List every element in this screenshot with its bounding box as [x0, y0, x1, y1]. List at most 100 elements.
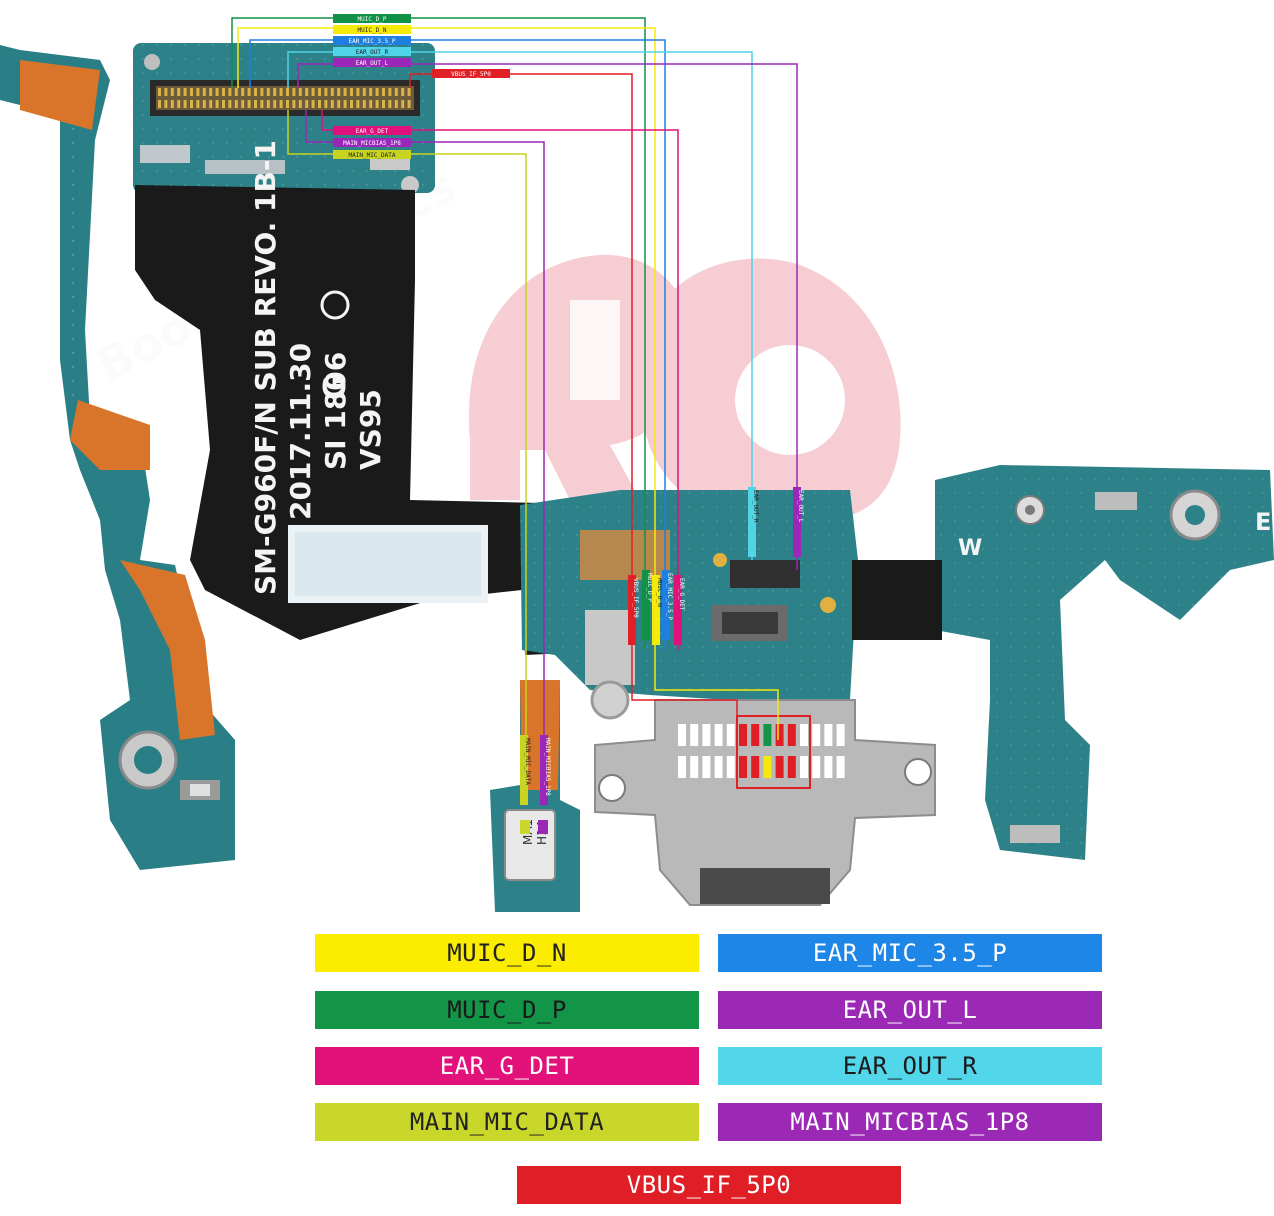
connector-pin: [292, 100, 296, 108]
connector-pin: [177, 100, 181, 108]
label-bg-ear-mic: [333, 36, 411, 45]
left-flex-arm: [0, 45, 235, 870]
connector-pin: [247, 88, 251, 96]
connector-pin: [318, 88, 321, 96]
connector-pin: [298, 88, 302, 96]
usb-pin: [690, 724, 699, 746]
label-bg-ear-g-det: [333, 126, 411, 135]
label-muic-d-n: MUIC_D_N: [358, 27, 387, 34]
board-model-text: SM-G960F/N SUB REVO. 1B-1: [249, 140, 282, 595]
legend-ear-out-r: EAR_OUT_R: [718, 1047, 1102, 1085]
connector-pin: [273, 88, 277, 96]
connector-pin: [202, 88, 206, 96]
connector-pin: [170, 88, 174, 96]
connector-pin: [266, 88, 270, 96]
board-connector: [158, 88, 411, 108]
connector-pin: [369, 88, 373, 96]
legend-ear-mic-3-5-p: EAR_MIC_3.5_P: [718, 934, 1102, 972]
connector-pin: [362, 88, 366, 96]
vlabel-muic-d-p: MUIC_D_P: [646, 573, 653, 602]
connector-pin: [190, 100, 193, 108]
connector-pin: [279, 88, 283, 96]
usb-pin: [751, 756, 760, 778]
connector-pin: [234, 100, 238, 108]
connector-pin: [254, 100, 257, 108]
connector-pin: [350, 88, 353, 96]
wire-ear-out-r: [287, 51, 753, 560]
usb-pin: [824, 724, 833, 746]
connector-pin: [196, 88, 200, 96]
legend-ear-g-det: EAR_G_DET: [315, 1047, 699, 1085]
connector-pin: [305, 88, 309, 96]
vlabel-ear-out-r: EAR_OUT_R: [752, 490, 759, 523]
usb-pin: [678, 724, 686, 746]
connector-pin: [158, 88, 161, 96]
connector-pin: [183, 88, 187, 96]
connector-pin: [298, 100, 302, 108]
connector-pin: [241, 88, 245, 96]
label-vbus: VBUS_IF_5P0: [451, 71, 491, 78]
wire-micbias: [305, 110, 545, 800]
usb-pin: [678, 756, 686, 778]
connector-pin: [407, 88, 411, 96]
label-ear-mic: EAR_MIC_3.5_P: [349, 38, 396, 45]
connector-pin: [343, 88, 347, 96]
connector-pin: [343, 100, 347, 108]
label-mic-data: MAIN_MIC_DATA: [349, 152, 396, 159]
vlabel-bg-ear-out-l: [793, 487, 801, 557]
wire-ear-mic: [249, 39, 666, 650]
usb-pin: [812, 756, 821, 778]
connector-pin: [394, 100, 398, 108]
usb-pin: [787, 724, 796, 746]
connector-pin: [164, 100, 168, 108]
connector-pin: [228, 88, 232, 96]
usb-pin: [690, 756, 699, 778]
usb-pin: [824, 756, 833, 778]
vlabel-bg-muic-d-p: [642, 570, 650, 640]
connector-pin: [375, 88, 379, 96]
legend-muic-d-n: MUIC_D_N: [315, 934, 699, 972]
connector-pin: [215, 88, 219, 96]
vlabel-bg-ear-mic: [662, 570, 670, 640]
vlabel-bg-ear-out-r: [748, 487, 756, 557]
connector-pin: [158, 100, 161, 108]
usb-pin: [702, 756, 711, 778]
label-bg-mic-data: [333, 150, 411, 159]
vlabel-bg-mic-data: [520, 735, 528, 805]
usb-pin: [726, 724, 735, 746]
connector-pin: [382, 100, 385, 108]
connector-pin: [254, 88, 257, 96]
board-letter-w: W: [958, 536, 982, 561]
connector-pin: [164, 88, 168, 96]
vlabel-muic-d-n: MUIC_D_N: [656, 578, 663, 607]
connector-pin: [337, 100, 341, 108]
label-micbias: MAIN_MICBIAS_1P8: [343, 140, 401, 147]
vlabel-bg-micbias: [540, 735, 548, 805]
connector-pin: [266, 100, 270, 108]
connector-pin: [375, 100, 379, 108]
connector-pin: [215, 100, 219, 108]
connector-pin: [330, 88, 334, 96]
usb-pin: [726, 756, 735, 778]
board-mark-text: G: [318, 375, 353, 400]
vlabel-bg-muic-d-n: [652, 575, 660, 645]
board-diagram: Boosteo matics: [0, 14, 1274, 912]
connector-pin: [228, 100, 232, 108]
signal-labels: MUIC_D_PMUIC_D_NEAR_MIC_3.5_PEAR_OUT_REA…: [333, 14, 804, 834]
connector-pin: [369, 100, 373, 108]
usb-pin: [812, 724, 821, 746]
connector-pin: [337, 88, 341, 96]
vlabel-micbias: MAIN_MICBIAS_1P8: [544, 738, 551, 796]
connector-pin: [286, 88, 289, 96]
connector-pin: [382, 88, 385, 96]
connector-pin: [311, 100, 315, 108]
label-ear-out-r: EAR_OUT_R: [356, 49, 389, 56]
connector-pin: [311, 88, 315, 96]
connector-pin: [170, 100, 174, 108]
board-letter-e: E: [1255, 508, 1271, 536]
usb-pin: [800, 756, 808, 778]
label-ear-out-l: EAR_OUT_L: [356, 60, 389, 67]
connector-pin: [286, 100, 289, 108]
mic-board: MA1 H14: [490, 680, 580, 912]
